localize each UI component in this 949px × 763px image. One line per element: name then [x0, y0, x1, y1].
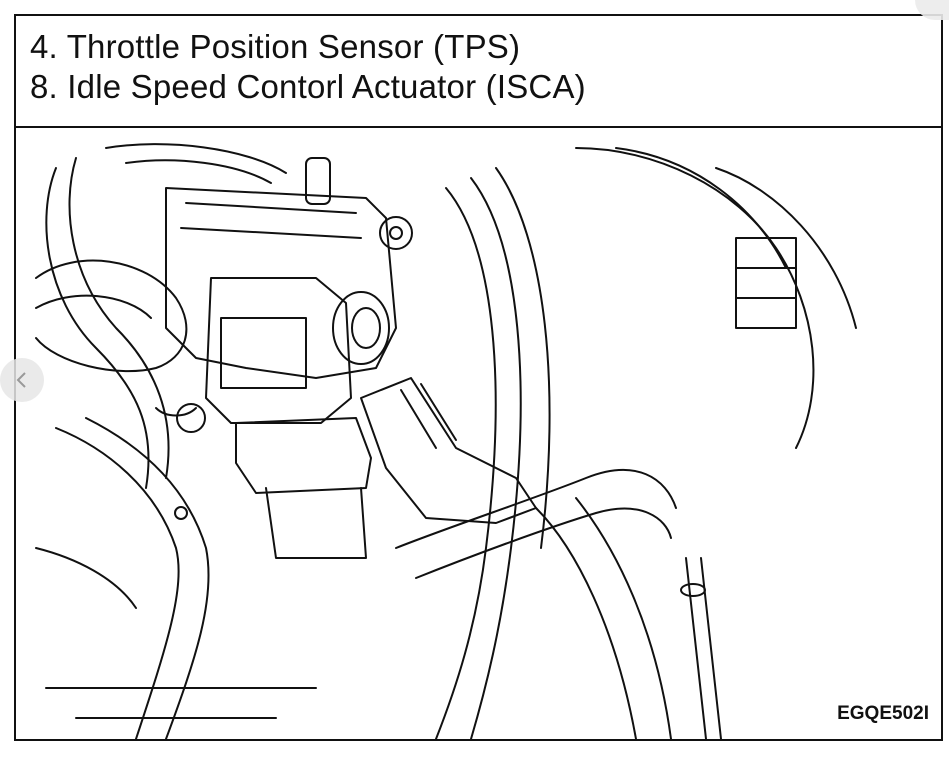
left-hose-upper-inner: [68, 157, 170, 479]
engine-illustration: [35, 143, 857, 739]
fitting-top: [305, 157, 331, 205]
tps-body: [205, 277, 352, 424]
isca-connector: [360, 377, 537, 524]
previous-image-button[interactable]: [0, 358, 44, 402]
left-hose-upper: [45, 167, 150, 489]
rod: [685, 557, 707, 739]
bolt-head: [379, 216, 413, 250]
caption-line-tps: 4. Throttle Position Sensor (TPS): [30, 28, 521, 65]
throttle-body-housing: [165, 187, 397, 379]
lower-left-hose: [55, 427, 180, 739]
figure-code: EGQE502I: [837, 703, 929, 724]
isca-body: [235, 417, 372, 494]
diagram-frame: 4. Throttle Position Sensor (TPS) 8. Idl…: [14, 14, 943, 741]
caption-header: 4. Throttle Position Sensor (TPS) 8. Idl…: [16, 16, 941, 128]
upper-pipe: [105, 143, 287, 174]
next-image-button-edge[interactable]: [915, 0, 949, 20]
right-component: [575, 147, 815, 449]
lower-bolt: [176, 403, 206, 433]
intake-duct-inner: [470, 177, 522, 739]
caption-line-isca: 8. Idle Speed Contorl Actuator (ISCA): [30, 68, 586, 105]
left-hose-loop: [35, 259, 188, 373]
lower-hose: [395, 469, 677, 549]
chevron-left-icon: [16, 372, 26, 388]
tps-rotor: [332, 291, 390, 365]
